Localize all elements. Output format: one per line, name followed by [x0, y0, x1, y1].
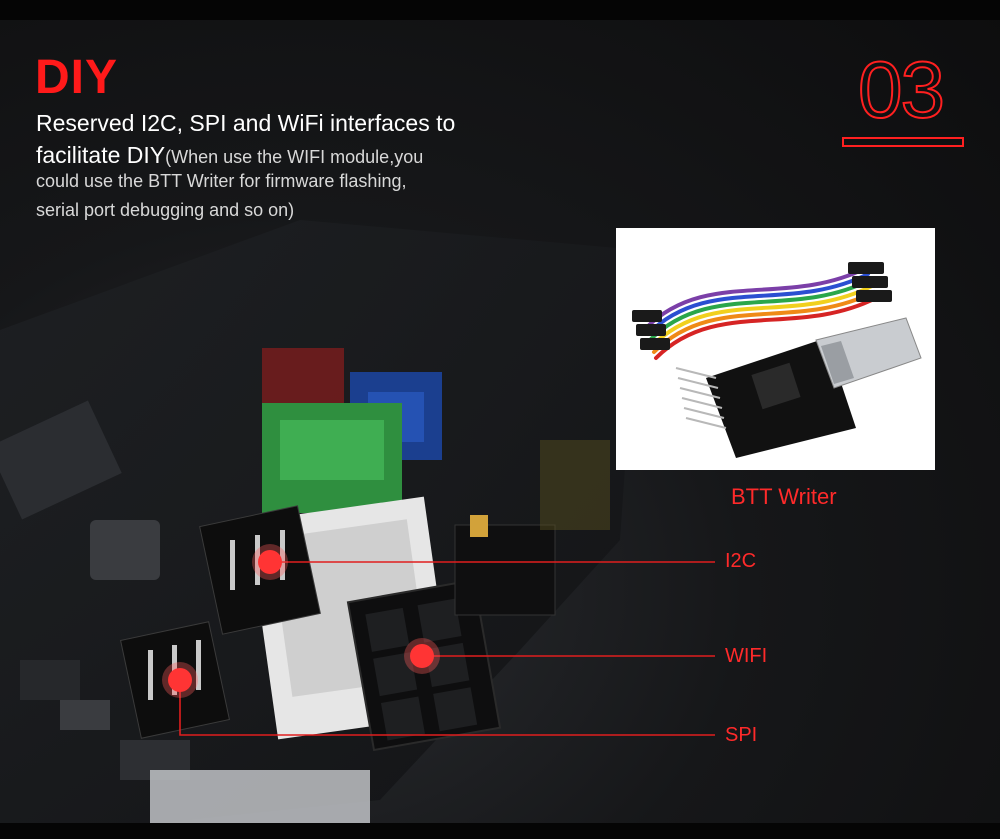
- description-line-2: facilitate DIY(When use the WIFI module,…: [36, 142, 536, 169]
- description-line-2-small: (When use the WIFI module,you: [165, 147, 424, 167]
- bottom-bar: [0, 823, 1000, 839]
- section-title: DIY: [35, 51, 119, 104]
- btt-writer-illustration: [632, 262, 922, 458]
- description-line-4: serial port debugging and so on): [36, 200, 295, 220]
- btt-writer-photo: [616, 228, 935, 470]
- description-line-3: could use the BTT Writer for firmware fl…: [36, 171, 407, 191]
- section-number-underline: [842, 137, 964, 147]
- btt-writer-label: BTT Writer: [731, 484, 837, 509]
- description-line-2-main: facilitate DIY: [36, 142, 166, 168]
- callout-wifi: WIFI: [725, 645, 768, 667]
- callout-spi: SPI: [725, 724, 758, 746]
- section-number-badge: 03: [857, 44, 946, 135]
- description-line-1: Reserved I2C, SPI and WiFi interfaces to: [36, 110, 456, 136]
- callout-i2c: I2C: [725, 550, 757, 572]
- top-bar: [0, 0, 1000, 20]
